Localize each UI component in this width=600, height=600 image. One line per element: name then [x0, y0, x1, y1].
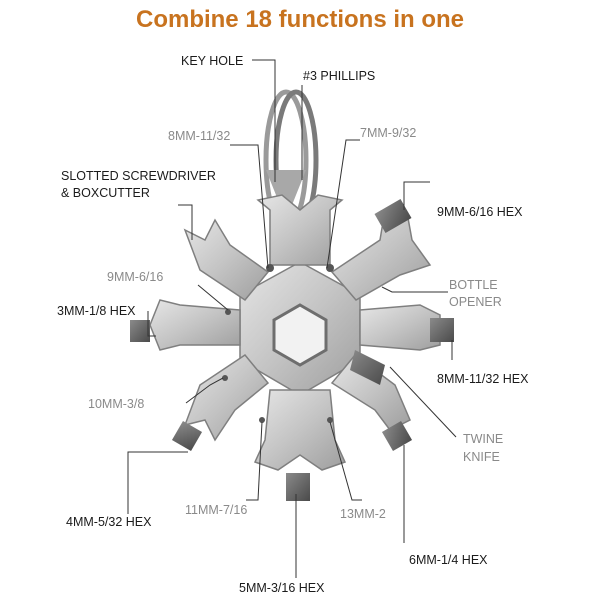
label-slotted-line2: & BOXCUTTER	[61, 186, 150, 200]
leader-slotted	[178, 204, 193, 240]
label-phillips: #3 PHILLIPS	[303, 69, 375, 83]
label-slotted-line1: SLOTTED SCREWDRIVER	[61, 169, 216, 183]
label-8mm-11-32: 8MM-11/32	[168, 129, 230, 143]
leader-hex-9mm	[403, 181, 430, 210]
leader-hex-3mm	[147, 311, 156, 337]
label-bottle-line2: OPENER	[449, 295, 502, 309]
label-hex-9mm: 9MM-6/16 HEX	[437, 205, 523, 219]
label-bottle-line1: BOTTLE	[449, 278, 498, 292]
leader-9mm	[197, 284, 229, 311]
label-hex-5mm: 5MM-3/16 HEX	[239, 581, 325, 595]
label-7mm-9-32: 7MM-9/32	[360, 126, 416, 140]
label-9mm-6-16: 9MM-6/16	[107, 270, 163, 284]
label-key-hole: KEY HOLE	[181, 54, 243, 68]
leader-bottle	[381, 286, 448, 293]
label-hex-6mm: 6MM-1/4 HEX	[409, 553, 488, 567]
leader-key-hole	[252, 59, 276, 182]
hex-bit-tips	[130, 198, 454, 501]
label-10mm-3-8: 10MM-3/8	[88, 397, 144, 411]
leader-hex-4mm	[127, 451, 188, 514]
leader-lines	[127, 59, 457, 578]
leader-10mm	[185, 377, 224, 404]
snowflake-body	[149, 194, 441, 471]
leader-13mm	[329, 421, 362, 501]
leader-11mm	[246, 421, 263, 501]
label-13mm-2: 13MM-2	[340, 507, 386, 521]
label-hex-3mm: 3MM-1/8 HEX	[57, 304, 136, 318]
leader-twine	[389, 366, 457, 438]
label-twine-line2: KNIFE	[463, 450, 500, 464]
label-hex-8mm: 8MM-11/32 HEX	[437, 372, 529, 386]
label-hex-4mm: 4MM-5/32 HEX	[66, 515, 152, 529]
label-twine-line1: TWINE	[463, 432, 503, 446]
leader-8mm-top	[230, 144, 269, 269]
label-11mm-7-16: 11MM-7/16	[185, 503, 247, 517]
page-title: Combine 18 functions in one	[135, 6, 465, 33]
leader-7mm	[326, 139, 360, 269]
